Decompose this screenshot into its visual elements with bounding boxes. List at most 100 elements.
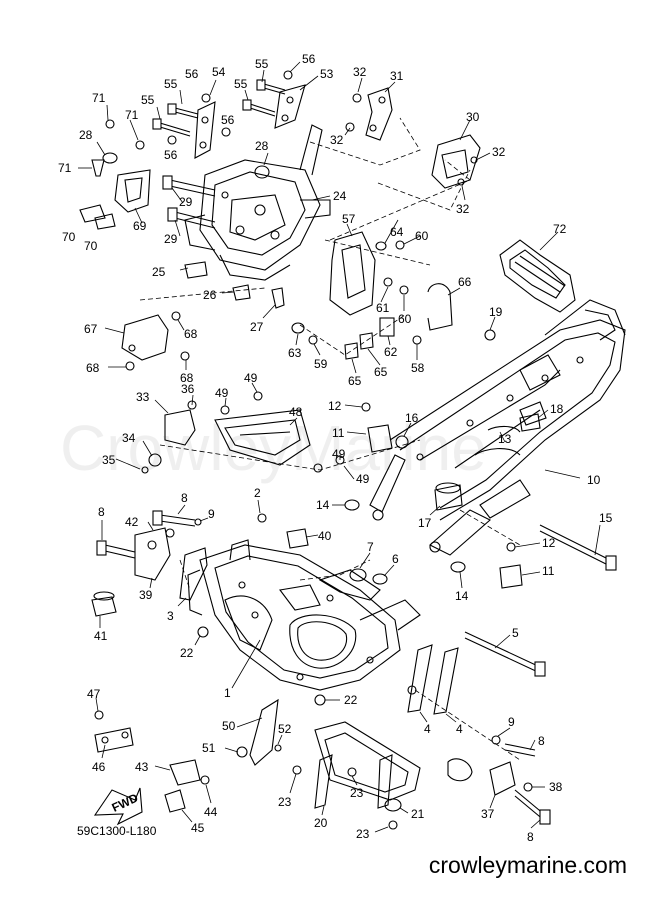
callout-48: 48	[289, 405, 303, 419]
callout-32: 32	[330, 133, 344, 147]
grille-72	[499, 239, 576, 313]
callout-12: 12	[328, 399, 342, 413]
engine-mount-4	[407, 644, 459, 715]
callout-56: 56	[302, 52, 316, 66]
callout-23: 23	[356, 827, 370, 841]
callout-47: 47	[87, 687, 101, 701]
callout-11: 11	[542, 564, 555, 578]
callout-67: 67	[84, 322, 98, 336]
callout-71: 71	[125, 108, 139, 122]
callout-10: 10	[587, 473, 601, 487]
main-frame-1	[187, 539, 421, 691]
dashed-reference-lines	[139, 117, 521, 761]
callout-8: 8	[181, 491, 188, 505]
center-small-parts	[257, 513, 388, 585]
callout-5: 5	[512, 626, 519, 640]
callout-12: 12	[542, 536, 556, 550]
callout-68: 68	[180, 371, 194, 385]
callout-33: 33	[136, 390, 150, 404]
bracket-53	[274, 84, 306, 129]
callout-62: 62	[384, 345, 398, 359]
callout-8: 8	[538, 734, 545, 748]
callout-64: 64	[390, 225, 404, 239]
callout-54: 54	[212, 65, 226, 79]
callout-41: 41	[94, 629, 108, 643]
bracket-54	[194, 101, 216, 159]
callout-31: 31	[390, 69, 404, 83]
callout-49: 49	[215, 386, 229, 400]
engine-bracket-20	[292, 721, 421, 830]
long-bolt-5	[464, 631, 546, 677]
callout-61: 61	[376, 301, 390, 315]
callout-59: 59	[314, 357, 328, 371]
callout-40: 40	[318, 529, 332, 543]
bracket-31	[345, 87, 393, 141]
callout-32: 32	[492, 145, 506, 159]
callout-14: 14	[316, 498, 330, 512]
callout-38: 38	[549, 780, 563, 794]
callout-43: 43	[135, 760, 149, 774]
callout-29: 29	[164, 232, 178, 246]
callout-11: 11	[332, 426, 345, 440]
rear-frame	[369, 299, 626, 556]
callout-1: 1	[224, 686, 231, 700]
callout-55: 55	[234, 77, 248, 91]
callout-50: 50	[222, 719, 236, 733]
callout-55: 55	[255, 57, 269, 71]
fwd-arrow-icon: FWD	[93, 787, 143, 826]
collar-and-long-bolts	[162, 165, 270, 229]
callout-2: 2	[254, 486, 261, 500]
callout-71: 71	[58, 161, 72, 175]
callout-63: 63	[288, 346, 302, 360]
callout-16: 16	[405, 411, 419, 425]
callout-8: 8	[98, 505, 105, 519]
left-bracket-39	[91, 510, 208, 617]
fwd-label: FWD	[110, 791, 141, 815]
callout-17: 17	[418, 516, 432, 530]
callout-15: 15	[599, 511, 613, 525]
cover-30	[431, 134, 481, 189]
callout-34: 34	[122, 431, 136, 445]
callout-56: 56	[221, 113, 235, 127]
callout-53: 53	[320, 67, 334, 81]
callout-23: 23	[350, 786, 364, 800]
callout-55: 55	[141, 93, 155, 107]
callout-8: 8	[527, 830, 534, 844]
bolts-55-56	[152, 70, 293, 145]
callout-51: 51	[202, 741, 216, 755]
callout-4: 4	[424, 722, 431, 736]
leader-lines	[78, 61, 601, 833]
callout-55: 55	[164, 77, 178, 91]
callout-19: 19	[489, 305, 503, 319]
callout-39: 39	[139, 588, 153, 602]
callout-56: 56	[185, 67, 199, 81]
callout-13: 13	[498, 432, 512, 446]
callout-28: 28	[79, 128, 93, 142]
callout-32: 32	[456, 202, 470, 216]
callout-21: 21	[411, 807, 425, 821]
footer-url-link[interactable]: crowleymarine.com	[428, 852, 627, 878]
mount-37-assembly	[447, 735, 551, 825]
callout-49: 49	[356, 472, 370, 486]
callout-22: 22	[180, 646, 194, 660]
callout-60: 60	[398, 312, 412, 326]
callout-46: 46	[92, 760, 106, 774]
callout-65: 65	[374, 365, 388, 379]
callout-29: 29	[179, 195, 193, 209]
callout-35: 35	[102, 453, 116, 467]
callout-24: 24	[333, 189, 347, 203]
callout-42: 42	[125, 515, 139, 529]
callout-68: 68	[184, 327, 198, 341]
callout-71: 71	[92, 91, 106, 105]
bracket-33-assembly	[141, 400, 197, 474]
callout-30: 30	[466, 110, 480, 124]
callout-68: 68	[86, 361, 100, 375]
callout-26: 26	[203, 288, 217, 302]
callout-37: 37	[481, 807, 495, 821]
callout-49: 49	[332, 447, 346, 461]
callout-3: 3	[167, 609, 174, 623]
bracket-57-assembly	[291, 231, 422, 360]
callout-65: 65	[348, 374, 362, 388]
step-bracket-50	[164, 698, 282, 813]
